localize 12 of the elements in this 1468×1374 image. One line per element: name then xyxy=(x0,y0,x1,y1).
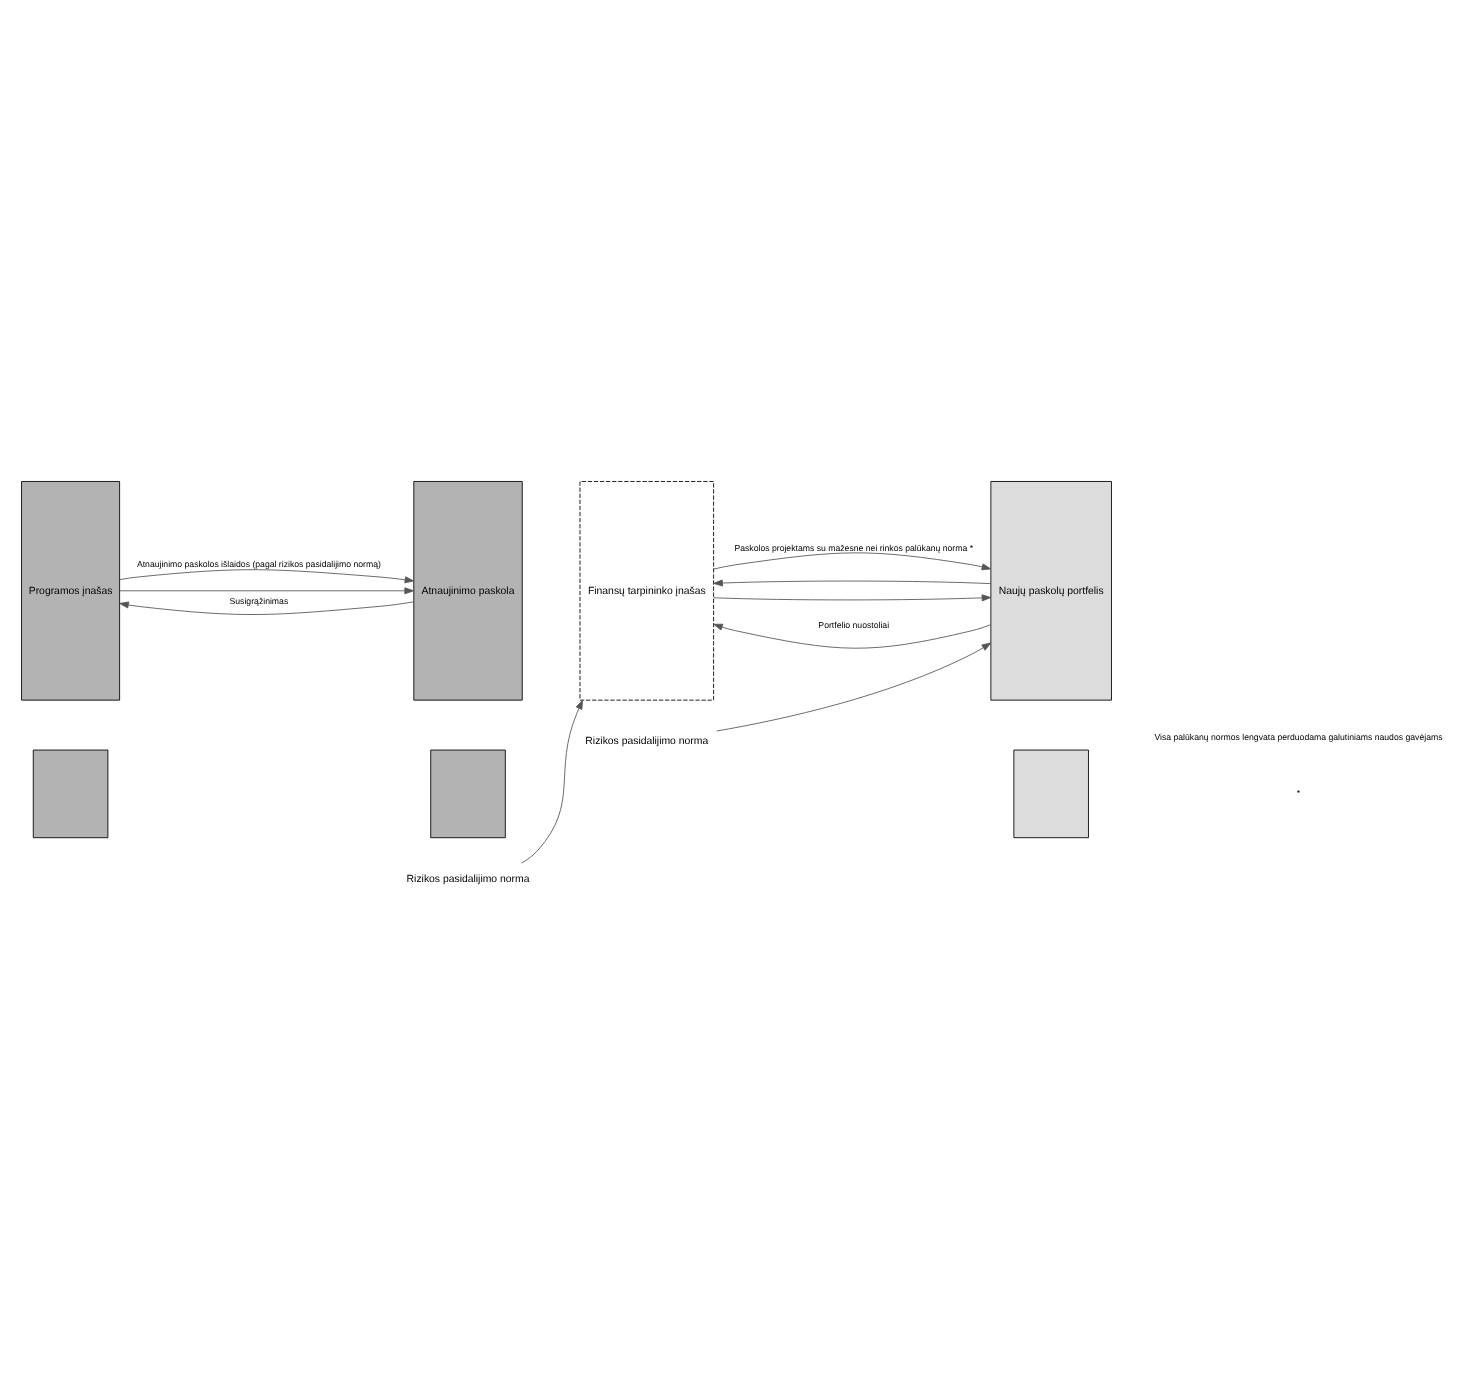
arrow xyxy=(119,600,414,614)
node-box xyxy=(32,748,109,838)
arrow xyxy=(713,622,992,648)
arrow xyxy=(713,551,992,570)
arrow xyxy=(119,568,415,583)
arrow xyxy=(713,593,992,601)
node-box xyxy=(1013,748,1089,838)
arrow xyxy=(521,698,584,863)
arrow xyxy=(716,641,992,731)
arrow xyxy=(713,578,992,586)
arrow xyxy=(119,586,414,594)
node-box xyxy=(430,748,506,838)
